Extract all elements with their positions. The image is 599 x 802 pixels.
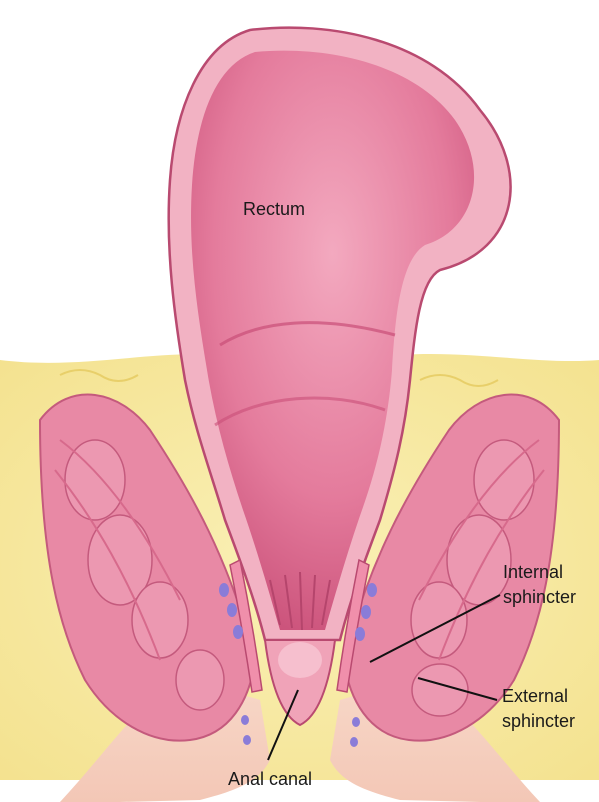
external-sphincter-label-line2: sphincter [502,711,575,731]
internal-sphincter-label-line2: sphincter [503,587,576,607]
internal-sphincter-label-line1: Internal [503,562,563,582]
anal-canal-label: Anal canal [228,769,312,789]
rectum-label: Rectum [243,199,305,219]
external-sphincter-label-line1: External [502,686,568,706]
